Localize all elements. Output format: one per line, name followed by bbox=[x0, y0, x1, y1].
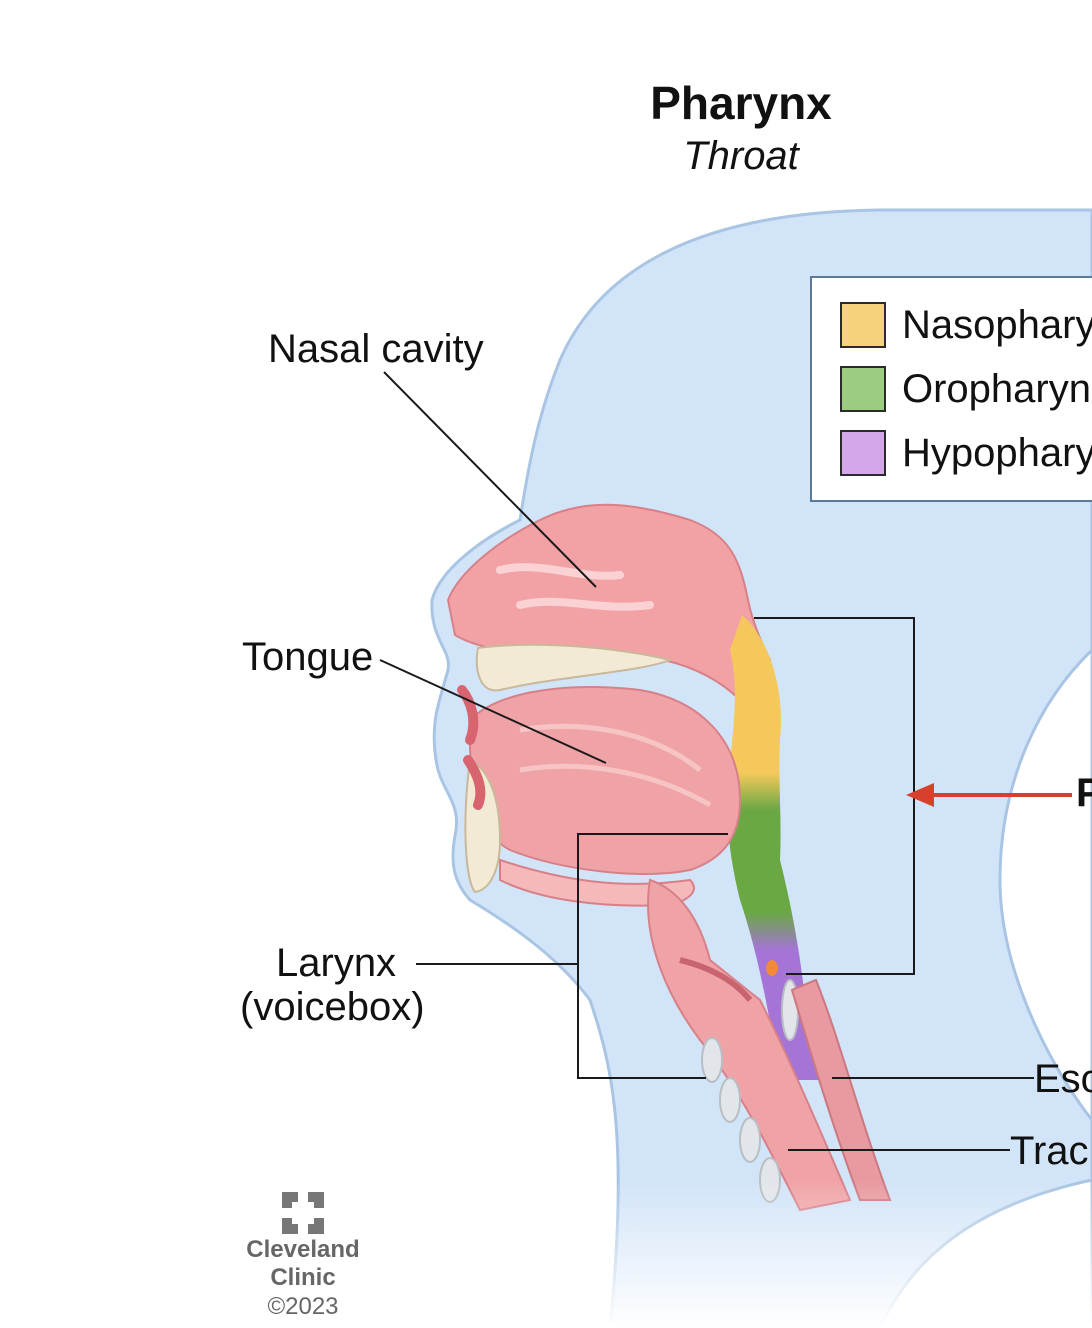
legend-swatch bbox=[840, 366, 886, 412]
page-subtitle: Throat bbox=[683, 134, 799, 178]
label-pharynx-cut: P bbox=[1076, 771, 1092, 815]
logo-name-line2: Clinic bbox=[270, 1264, 336, 1291]
legend-label: Nasophary bbox=[902, 303, 1092, 347]
tongue-shape bbox=[468, 686, 742, 875]
neck-back-curve bbox=[998, 647, 1092, 1123]
cleveland-clinic-icon bbox=[282, 1192, 324, 1234]
label-trachea-cut: Trac bbox=[1010, 1129, 1089, 1173]
legend-swatch bbox=[840, 430, 886, 476]
label-nasal-cavity: Nasal cavity bbox=[268, 327, 484, 371]
label-esophagus-cut: Eso bbox=[1034, 1057, 1092, 1101]
page-title: Pharynx bbox=[650, 77, 832, 129]
jaw-bone bbox=[464, 758, 502, 894]
label-voicebox: (voicebox) bbox=[240, 985, 425, 1029]
legend-label: Hypophary bbox=[902, 431, 1092, 475]
cleveland-clinic-logo: Cleveland Clinic ©2023 bbox=[232, 1192, 374, 1322]
palate-bone bbox=[475, 643, 674, 692]
arrow-head bbox=[906, 783, 934, 807]
legend: Nasophary Oropharyn Hypophary bbox=[810, 276, 1092, 502]
copyright: ©2023 bbox=[267, 1293, 339, 1320]
label-tongue: Tongue bbox=[242, 635, 374, 679]
label-larynx: Larynx bbox=[276, 941, 397, 985]
legend-label: Oropharyn bbox=[902, 367, 1091, 411]
legend-swatch bbox=[840, 302, 886, 348]
logo-name-line1: Cleveland bbox=[246, 1236, 360, 1263]
pharynx-tube bbox=[727, 615, 820, 1080]
